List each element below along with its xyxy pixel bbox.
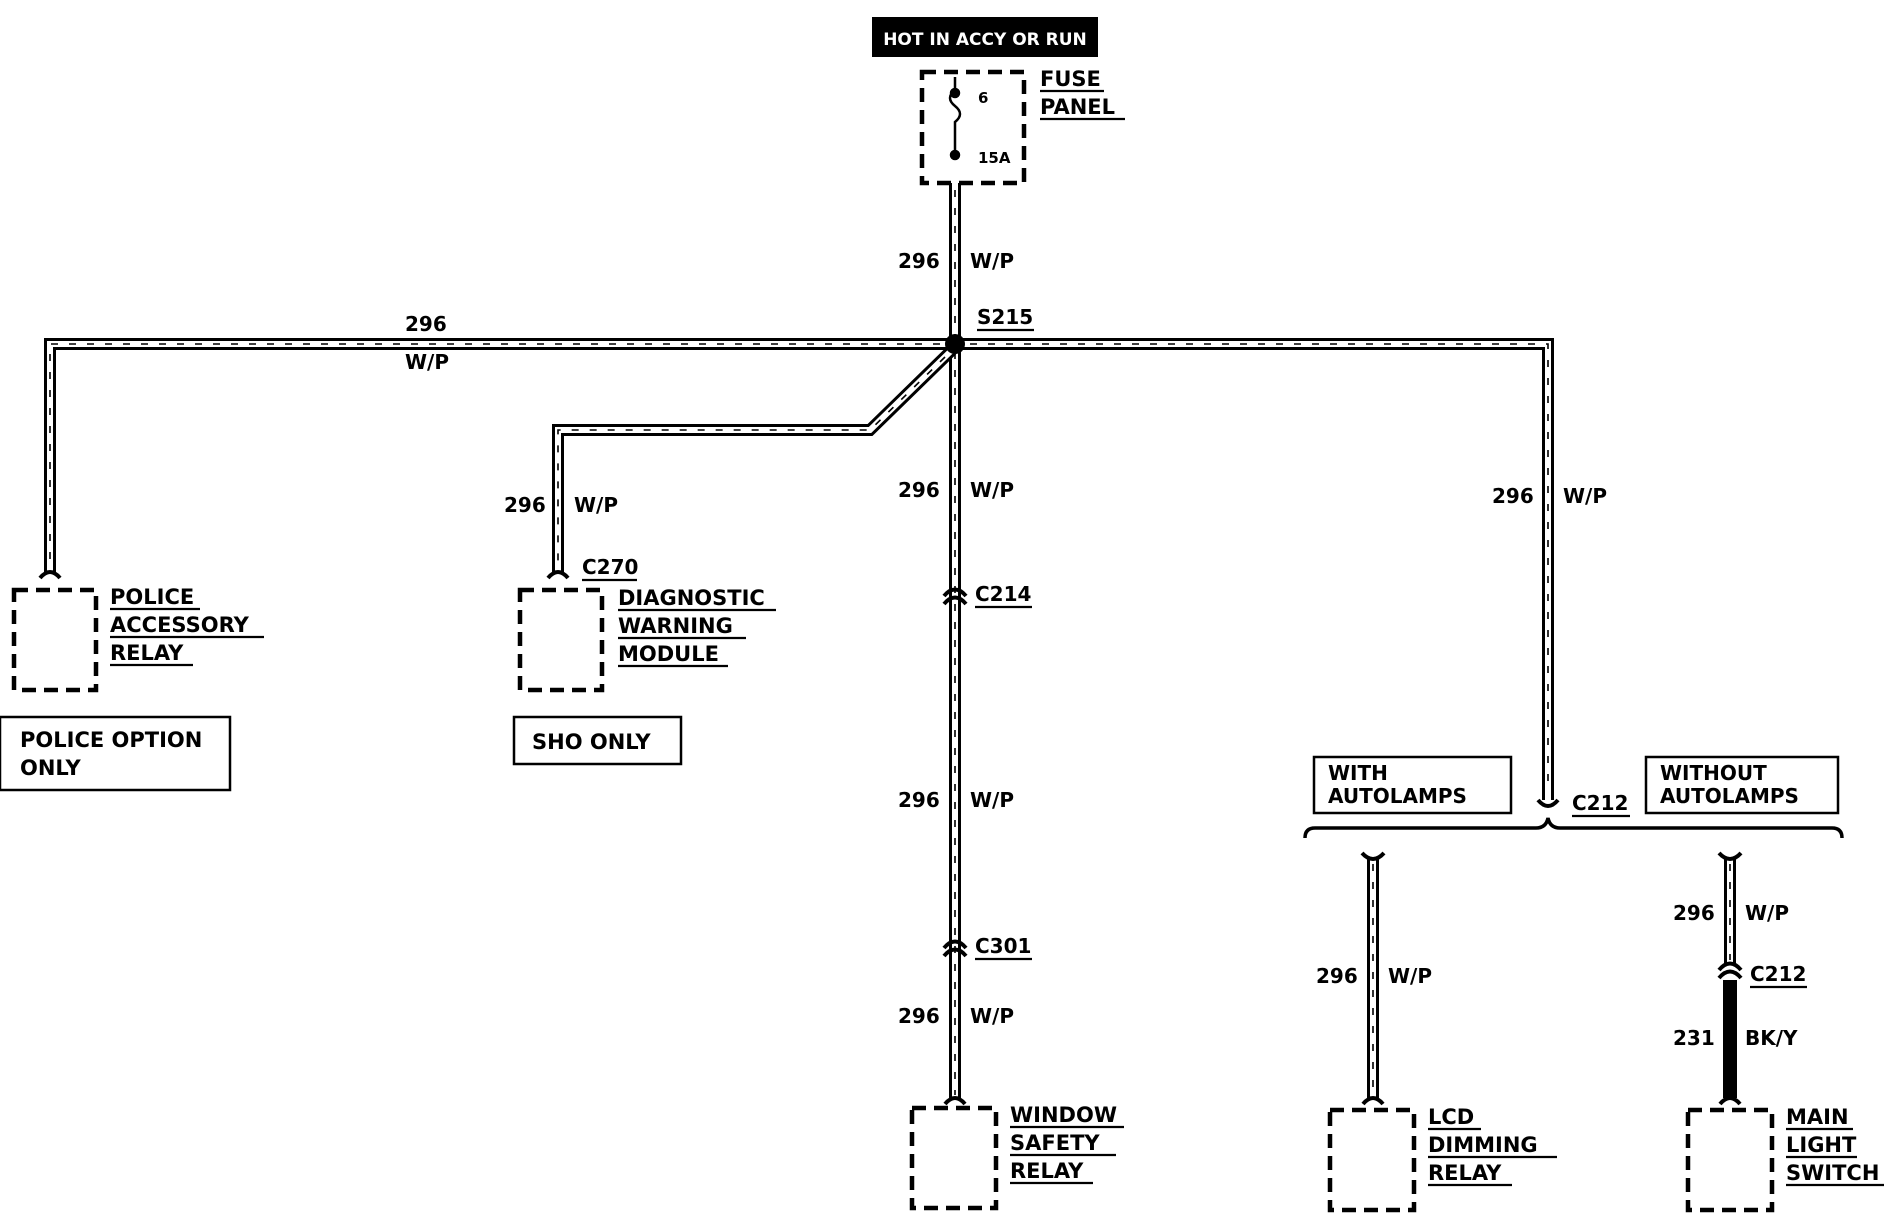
police-relay-label-3: RELAY (110, 641, 184, 665)
splice-s215-dot (945, 334, 965, 354)
fuse-number: 6 (978, 89, 988, 107)
wire-color-label: W/P (1388, 964, 1432, 988)
fuse-panel-label-1: FUSE (1040, 67, 1101, 91)
wire-code-label: 296 (1673, 901, 1715, 925)
wire-color-label: W/P (1563, 484, 1607, 508)
connector-c212-bottom-label: C212 (1750, 962, 1806, 986)
window-relay-label-1: WINDOW (1010, 1103, 1117, 1127)
police-option-note-line2: ONLY (20, 756, 82, 780)
lcd-relay-label-2: DIMMING (1428, 1133, 1538, 1157)
wire-right-branch (955, 338, 1554, 800)
diagnostic-module-label-3: MODULE (618, 642, 719, 666)
main-switch-label-2: LIGHT (1786, 1133, 1857, 1157)
without-autolamps-line2: AUTOLAMPS (1660, 784, 1799, 808)
connector-c212-top-symbol (1536, 798, 1560, 808)
wire-color-label: W/P (970, 1004, 1014, 1028)
wire-code-label: 296 (1492, 484, 1534, 508)
wire-231-color-label: BK/Y (1745, 1026, 1798, 1050)
connector-c270-label: C270 (582, 555, 638, 579)
connector-end-symbols (38, 570, 1743, 1106)
sho-only-note-box (512, 715, 683, 766)
with-autolamps-line2: AUTOLAMPS (1328, 784, 1467, 808)
wire-code-label: 296 (898, 478, 940, 502)
power-source-box (872, 17, 1098, 57)
fuse-rating: 15A (978, 149, 1011, 167)
lcd-dimming-relay-box (1327, 1107, 1417, 1213)
wire-code-label: 296 (898, 1004, 940, 1028)
diagnostic-warning-module-box (517, 587, 605, 693)
police-option-note-line1: POLICE OPTION (20, 728, 202, 752)
connector-c212-bottom-symbol (1717, 961, 1743, 980)
wire-color-label: W/P (970, 478, 1014, 502)
fuse-panel-box (919, 69, 1027, 186)
connector-c301-symbol (942, 939, 968, 958)
wire-code-label: 296 (504, 493, 546, 517)
power-source-label: HOT IN ACCY OR RUN (883, 30, 1087, 50)
window-relay-label-2: SAFETY (1010, 1131, 1100, 1155)
diagnostic-module-label-1: DIAGNOSTIC (618, 586, 765, 610)
with-autolamps-line1: WITH (1328, 761, 1388, 785)
police-relay-label-1: POLICE (110, 585, 194, 609)
lcd-relay-label-3: RELAY (1428, 1161, 1502, 1185)
wire-left-branch (44, 338, 955, 572)
without-autolamps-line1: WITHOUT (1660, 761, 1767, 785)
fuse-symbol (948, 77, 962, 161)
wire-color-label: W/P (574, 493, 618, 517)
police-relay-label-2: ACCESSORY (110, 613, 250, 637)
wire-color-label: W/P (970, 788, 1014, 812)
connector-c214-symbol (942, 587, 968, 606)
connector-c301-label: C301 (975, 934, 1031, 958)
sho-only-note: SHO ONLY (532, 730, 651, 754)
wire-diagnostic-branch (552, 345, 957, 572)
wire-code-label: 296 (405, 312, 447, 336)
wire-color-label: W/P (405, 350, 449, 374)
lcd-relay-label-1: LCD (1428, 1105, 1474, 1129)
without-autolamps-note-box (1644, 755, 1840, 815)
main-light-switch-box (1685, 1107, 1775, 1213)
wire-231-code-label: 231 (1673, 1026, 1715, 1050)
window-safety-relay-box (909, 1105, 999, 1211)
autolamps-brace (1303, 817, 1844, 839)
wire-color-label: W/P (1745, 901, 1789, 925)
main-switch-label-1: MAIN (1786, 1105, 1849, 1129)
wire-code-label: 296 (898, 249, 940, 273)
window-relay-label-3: RELAY (1010, 1159, 1084, 1183)
wire-code-label: 296 (898, 788, 940, 812)
splice-label: S215 (977, 305, 1033, 329)
main-switch-label-3: SWITCH (1786, 1161, 1879, 1185)
wire-code-label: 296 (1316, 964, 1358, 988)
fuse-panel-label-2: PANEL (1040, 95, 1115, 119)
police-option-note-box (0, 715, 232, 792)
with-autolamps-note-box (1312, 755, 1513, 815)
connector-c214-label: C214 (975, 582, 1031, 606)
wire-color-label: W/P (970, 249, 1014, 273)
diagnostic-module-label-2: WARNING (618, 614, 733, 638)
police-accessory-relay-box (11, 587, 99, 693)
connector-c212-top-label: C212 (1572, 791, 1628, 815)
